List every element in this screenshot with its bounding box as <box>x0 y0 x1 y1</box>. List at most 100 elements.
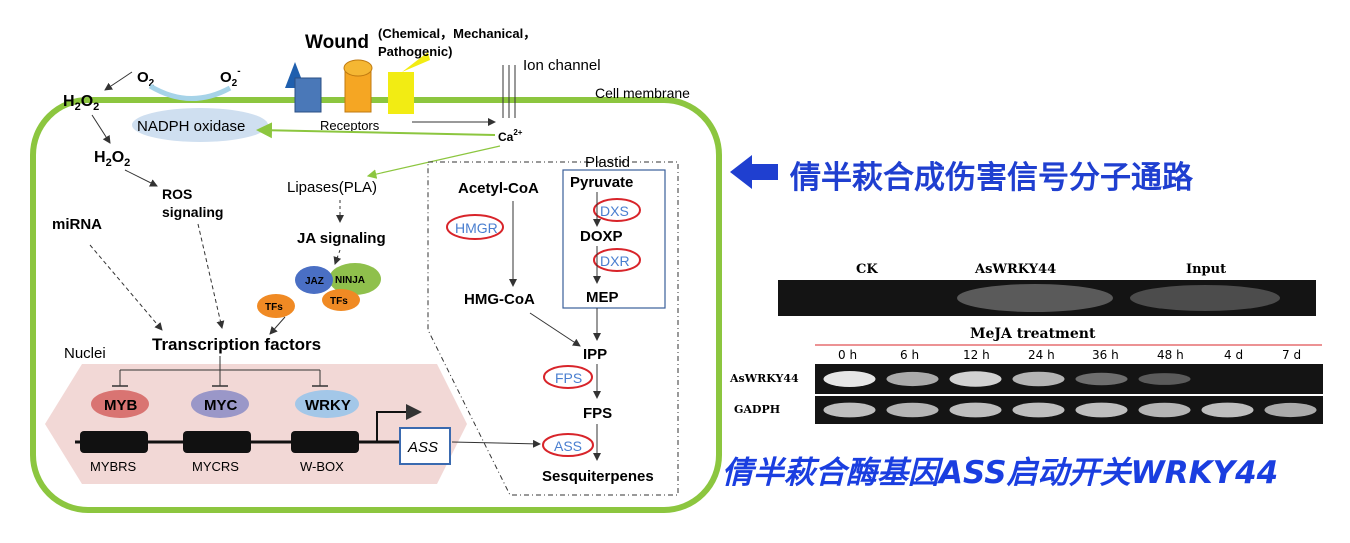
o2-cycle-arrow <box>148 83 232 101</box>
timepoint-label: 36 h <box>1092 348 1119 362</box>
transcription-factors-label: Transcription factors <box>152 335 321 354</box>
h2o2-top-label: H2O2 <box>63 93 99 113</box>
fps-ring <box>543 365 593 389</box>
nadph-oxidase-shape <box>132 108 268 142</box>
mybrs-label: MYBRS <box>90 459 137 474</box>
aswrky44-band <box>1075 372 1128 386</box>
gadph-band <box>1012 402 1065 418</box>
jaz-protein <box>295 266 333 294</box>
dxr-ring <box>593 248 641 272</box>
wound-label: Wound <box>305 32 369 53</box>
ass-gene-to-enzyme-arrow <box>451 439 541 448</box>
dxs-ring <box>593 198 641 222</box>
tfs-protein-1 <box>322 289 360 311</box>
ninja-protein <box>329 263 381 295</box>
wound-causes-line-1: (Chemical，Mechanical， <box>378 26 536 41</box>
row-label-aswrky44: AsWRKY44 <box>730 372 799 385</box>
sesquiterpenes-label: Sesquiterpenes <box>542 468 654 485</box>
transcription-start-arrow <box>376 404 422 442</box>
receptor-blue-icon <box>294 77 322 113</box>
h2o2-to-ros-arrow <box>124 169 158 187</box>
gadph-band <box>886 402 939 418</box>
myb-label: MYB <box>104 397 138 414</box>
acetyl-coa-label: Acetyl-CoA <box>458 180 539 197</box>
gadph-band <box>1138 402 1191 418</box>
row-label-gadph: GADPH <box>734 403 781 416</box>
ca-label: Ca2+ <box>498 128 523 144</box>
mirna-label: miRNA <box>52 216 102 233</box>
o2-to-h2o2-arrow <box>104 71 133 91</box>
fps-product-label: FPS <box>583 405 612 422</box>
mycrs-element <box>183 431 251 453</box>
timepoint-label: 0 h <box>838 348 858 362</box>
plastid-label: Plastid <box>585 154 630 171</box>
timepoint-label: 48 h <box>1157 348 1184 362</box>
ninja-label: NINJA <box>335 275 365 286</box>
ass-switch-heading-part-2: ASS <box>939 455 1007 491</box>
ass-switch-heading-part-1: 倩半萩合酶基因 <box>722 455 939 491</box>
mycrs-label: MYCRS <box>192 459 239 474</box>
ass-enzyme-label: ASS <box>554 438 582 454</box>
ros-to-tf-arrow <box>197 223 225 329</box>
wbox-element <box>291 431 359 453</box>
timepoint-label: 7 d <box>1282 348 1302 362</box>
gadph-band <box>1075 402 1128 418</box>
tfs-label-1: TFs <box>330 296 348 307</box>
wbox-label: W-BOX <box>300 459 344 474</box>
nucleus-shape <box>45 364 467 484</box>
pyruvate-label: Pyruvate <box>570 174 633 191</box>
myb-protein <box>91 390 149 418</box>
dxr-label: DXR <box>600 253 630 269</box>
ass-switch-heading-part-3: 启动开关WRKY44 <box>1006 455 1279 491</box>
timepoint-label: 24 h <box>1028 348 1055 362</box>
o2-superoxide-label: O2- <box>220 66 241 89</box>
tfs-protein-2 <box>257 294 295 318</box>
hmgr-label: HMGR <box>455 220 498 236</box>
myc-label: MYC <box>204 397 238 414</box>
h2o2-mid-label: H2O2 <box>94 149 130 169</box>
chip-blot-band-input <box>1130 285 1280 311</box>
ass-switch-heading: 倩半萩合酶基因ASS启动开关WRKY44 <box>722 447 1278 492</box>
tfs-label-2: TFs <box>265 302 283 313</box>
pointer-arrow-icon <box>730 155 778 189</box>
nuclei-label: Nuclei <box>64 345 106 362</box>
myc-protein <box>191 390 249 418</box>
meja-treatment-label: MeJA treatment <box>970 326 1096 342</box>
timepoint-label: 6 h <box>900 348 920 362</box>
doxp-label: DOXP <box>580 228 623 245</box>
ros-signaling-label-2: signaling <box>162 204 223 220</box>
ja-to-complex-arrow <box>333 249 342 265</box>
aswrky44-band <box>823 371 876 387</box>
wrky-label: WRKY <box>305 397 351 414</box>
wrky-protein <box>295 390 359 418</box>
aswrky44-band <box>949 371 1002 387</box>
receptor-yellow-icon <box>388 72 414 114</box>
fps-enzyme-label: FPS <box>555 370 582 386</box>
pathway-region <box>427 161 679 496</box>
mirna-to-tf-arrow <box>89 244 163 331</box>
plastid-box <box>562 169 666 309</box>
wound-causes-line-2: Pathogenic) <box>378 44 452 59</box>
receptor-yellow-flag-icon <box>402 52 430 72</box>
aswrky44-band <box>886 371 939 387</box>
ass-gene-box <box>399 427 451 465</box>
mybrs-element <box>80 431 148 453</box>
aswrky44-band <box>1012 371 1065 387</box>
aswrky44-band <box>1138 373 1191 385</box>
chip-blot-band-aswrky44 <box>957 284 1113 312</box>
ass-gene-label: ASS <box>407 439 438 456</box>
tfs-to-tf-arrow <box>269 316 286 335</box>
receptor-orange-cap-icon <box>343 59 373 77</box>
ca-to-nadph-arrow <box>256 122 496 139</box>
mep-label: MEP <box>586 289 619 306</box>
cell-membrane <box>30 97 722 513</box>
blot-label-input: Input <box>1186 262 1227 277</box>
nadph-oxidase-label: NADPH oxidase <box>137 118 245 135</box>
hmgr-ring <box>446 214 504 240</box>
gadph-band <box>949 402 1002 418</box>
ipp-label: IPP <box>583 346 607 363</box>
ion-channel-label: Ion channel <box>523 57 601 74</box>
gadph-band <box>1201 402 1254 418</box>
receptors-label: Receptors <box>320 118 380 133</box>
